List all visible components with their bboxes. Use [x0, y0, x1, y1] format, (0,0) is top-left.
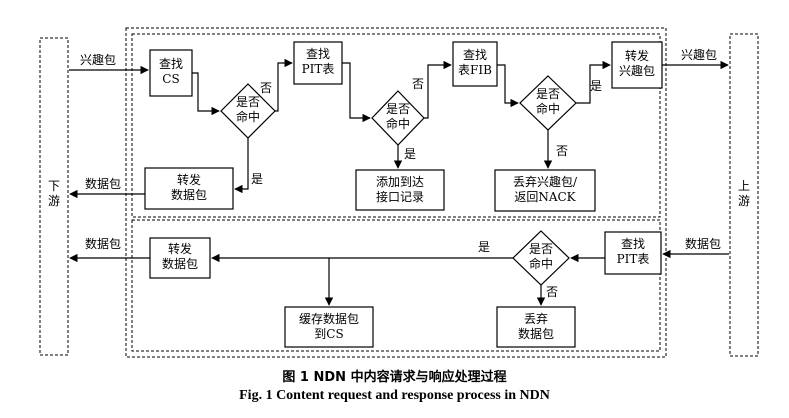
check-fib-box — [452, 41, 498, 87]
edge-yes-1-label: 是 — [251, 172, 263, 186]
check-pit-box — [293, 41, 343, 85]
cs-to-hit1 — [192, 72, 220, 116]
edge-no-1-label: 否 — [260, 81, 272, 95]
hit1-yes-to-forward-data — [234, 138, 249, 194]
upstream-label: 上游 — [738, 179, 750, 208]
edge-no-4-label: 否 — [546, 285, 558, 299]
node-forward-data-1-label: 转发数据包 — [171, 172, 207, 202]
drop-data-box — [496, 306, 576, 348]
edge-interest-in-label: 兴趣包 — [80, 52, 116, 67]
drop-interest-box — [494, 169, 596, 212]
edge-no-2-label: 否 — [412, 77, 424, 91]
node-drop-data-label: 丢弃数据包 — [518, 311, 554, 341]
caption-en: Fig. 1 Content request and response proc… — [239, 388, 550, 403]
interest-section-frame — [131, 33, 661, 218]
caption-cn: 图 1 NDN 中内容请求与响应处理过程 — [282, 370, 507, 385]
node-drop-interest-label: 丢弃兴趣包/返回NACK — [513, 174, 578, 204]
fib-to-hit3 — [497, 64, 519, 108]
hit2-no-to-fib — [424, 60, 452, 119]
pit-to-hit2 — [342, 62, 371, 123]
add-iface-box — [355, 169, 445, 211]
check-pit-2-box — [604, 231, 662, 275]
hit1-no-to-pit — [275, 58, 293, 112]
edge-yes-2-label: 是 — [404, 147, 416, 161]
node-is-hit-1-label: 是否命中 — [236, 95, 260, 124]
node-cache-data-label: 缓存数据包到CS — [299, 311, 359, 341]
edge-no-3-label: 否 — [556, 144, 568, 158]
cache-data-box — [284, 306, 374, 348]
node-is-hit-2-label: 是否命中 — [386, 102, 410, 131]
edge-data-in-label: 数据包 — [685, 236, 721, 251]
forward-data-2-box — [149, 237, 211, 279]
node-check-fib-label: 查找表FIB — [458, 48, 492, 77]
node-is-hit-4-label: 是否命中 — [529, 242, 553, 271]
edge-interest-out-label: 兴趣包 — [681, 47, 717, 62]
downstream-label: 下游 — [48, 179, 60, 208]
data-section-frame — [131, 219, 661, 352]
forward-data-1-box — [144, 167, 234, 210]
edge-data-out-1-label: 数据包 — [85, 176, 121, 191]
edge-yes-4-label: 是 — [478, 240, 490, 254]
edge-data-out-2-label: 数据包 — [85, 236, 121, 251]
node-add-iface-label: 添加到达接口记录 — [376, 175, 424, 204]
process-outer-frame — [125, 27, 667, 358]
hit3-yes-to-forward — [576, 60, 611, 104]
node-forward-interest-label: 转发兴趣包 — [619, 48, 655, 78]
node-is-hit-3-label: 是否命中 — [536, 87, 560, 116]
downstream-box — [39, 37, 69, 356]
edge-yes-3-label: 是 — [590, 79, 602, 93]
node-forward-data-2-label: 转发数据包 — [162, 241, 198, 271]
